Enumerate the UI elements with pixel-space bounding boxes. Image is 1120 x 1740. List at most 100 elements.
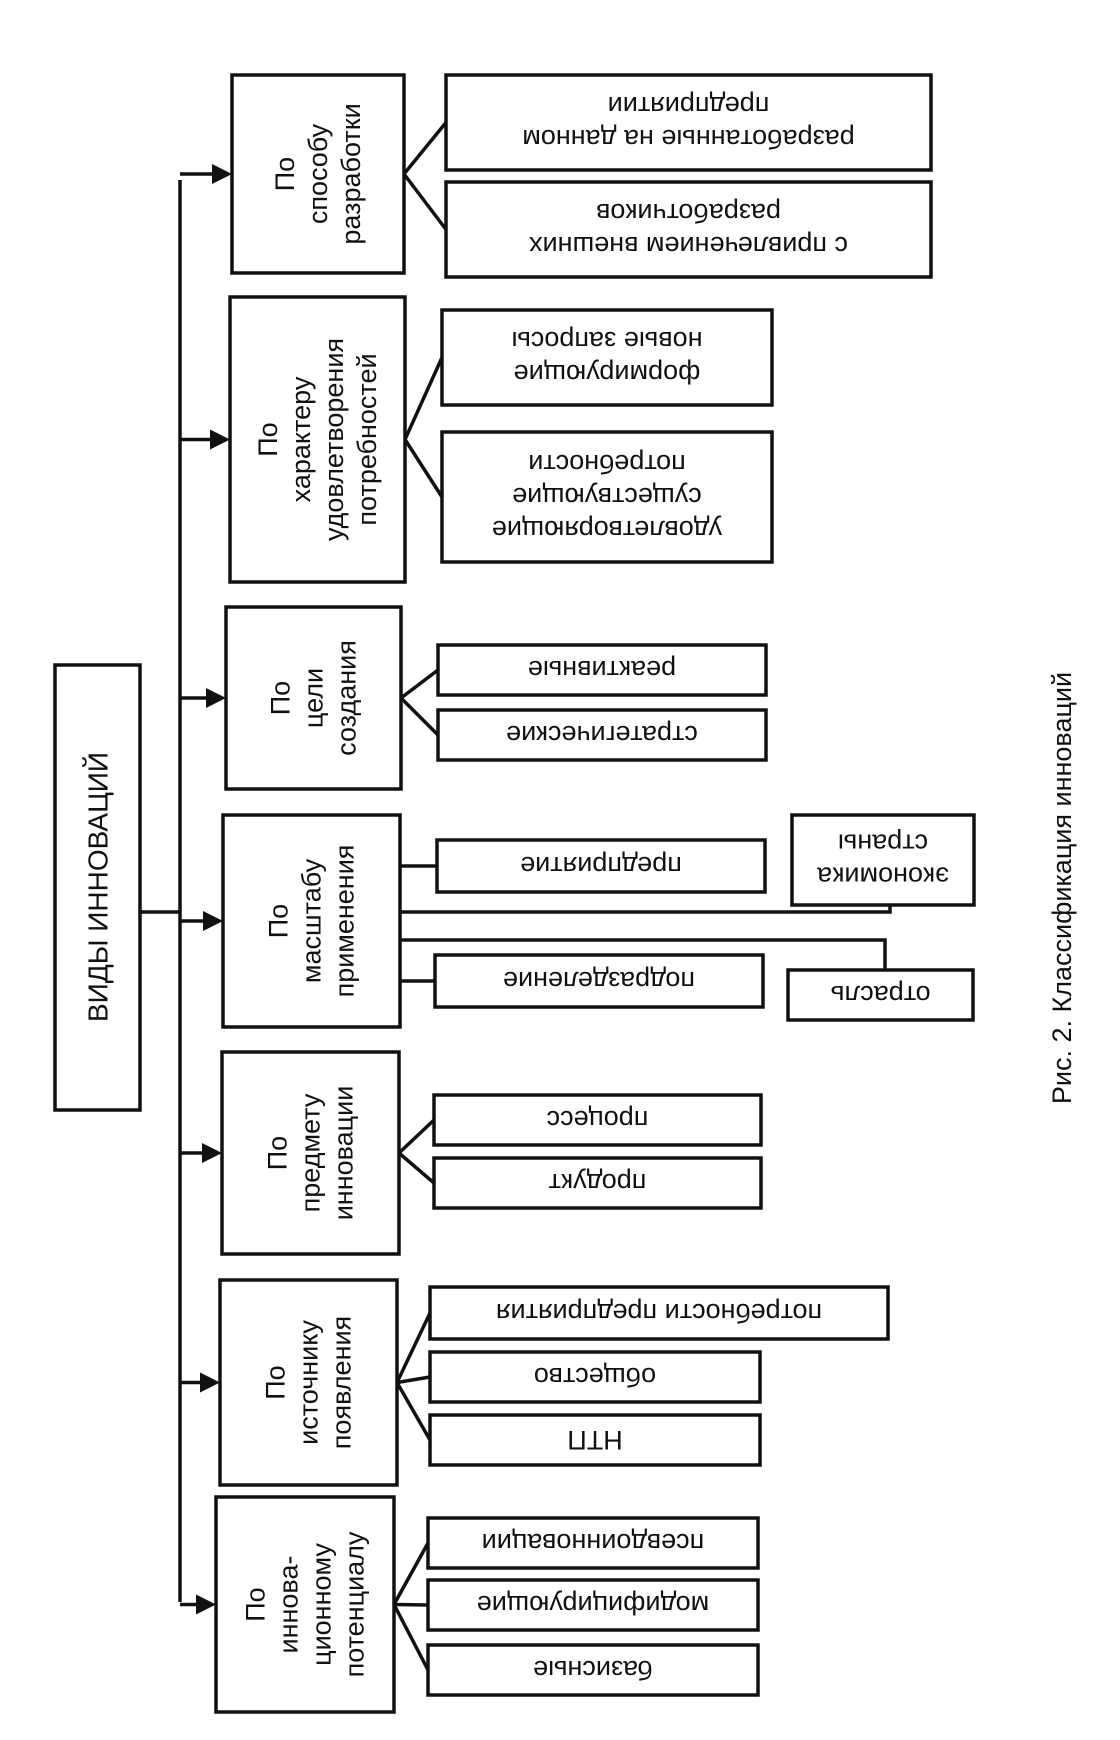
leaf-label-line: новые запросы xyxy=(511,326,702,356)
leaf-connector xyxy=(396,1375,431,1385)
category-label-line: способу xyxy=(303,123,333,224)
category-label-line: инновации xyxy=(329,1086,359,1221)
leaf-box xyxy=(426,1578,760,1632)
category-label-line: появления xyxy=(327,1316,357,1449)
leaf-connector xyxy=(403,438,444,498)
category-box xyxy=(220,1050,401,1256)
leaf-label-line: разработчиков xyxy=(596,198,781,228)
leaf-box xyxy=(433,953,765,1009)
leaf-label-line: модифицирующие xyxy=(477,1590,709,1620)
arrowhead-icon xyxy=(206,688,226,708)
category-label-line: применения xyxy=(330,845,360,998)
arrowhead-icon xyxy=(200,1372,220,1393)
leaf-connector xyxy=(400,938,887,970)
leaf-connector xyxy=(395,1381,432,1441)
leaf-label-line: псевдоинновации xyxy=(482,1528,705,1558)
leaf-box xyxy=(786,968,975,1022)
category-label-line: масштабу xyxy=(297,858,327,983)
category-label-line: По xyxy=(253,422,283,456)
leaf-label-line: продукт xyxy=(549,1168,647,1198)
root-node: ВИДЫ ИННОВАЦИЙ xyxy=(53,663,142,1112)
leaf-label-line: отрасль xyxy=(830,980,930,1010)
figure-caption: Рис. 2. Классификация инноваций xyxy=(1047,672,1077,1104)
category-label-line: характеру xyxy=(286,376,316,502)
arrowhead-icon xyxy=(203,911,223,931)
arrowhead-icon xyxy=(196,1594,216,1615)
leaf-label-line: НТП xyxy=(567,1425,622,1455)
category-label-line: По xyxy=(241,1587,271,1621)
leaf-label-line: предприятии xyxy=(608,91,770,121)
leaf-box xyxy=(435,838,767,894)
leaf-node: потребности предприятия xyxy=(428,1285,890,1341)
leaf-connector xyxy=(392,1603,430,1671)
category-label-line: иннова- xyxy=(274,1556,304,1654)
leaf-node: предприятие xyxy=(435,838,767,894)
category-label-line: потребностей xyxy=(352,353,382,525)
category-box xyxy=(218,1278,399,1487)
leaf-label-line: общество xyxy=(534,1362,656,1392)
category-label-line: По xyxy=(264,904,294,938)
leaf-node: псевдоинновации xyxy=(426,1516,760,1570)
leaf-box xyxy=(426,1516,760,1570)
leaf-label-line: предприятие xyxy=(520,851,682,881)
leaf-box xyxy=(436,708,768,762)
leaf-box xyxy=(436,643,768,697)
leaf-connector xyxy=(393,1602,429,1607)
branch-layer xyxy=(180,121,892,1671)
leaf-connector xyxy=(399,668,440,700)
leaf-connector xyxy=(399,696,440,737)
leaf-node: процесс xyxy=(432,1093,763,1147)
leaf-node-extra: отрасль xyxy=(786,968,975,1022)
leaf-node: подразделение xyxy=(433,953,765,1009)
leaf-label-line: формирующие xyxy=(514,359,701,389)
leaf-connector xyxy=(403,356,444,441)
arrowhead-icon xyxy=(202,1143,222,1163)
leaf-label-line: экономика xyxy=(816,862,949,892)
category-box xyxy=(214,1495,396,1714)
leaf-box xyxy=(426,1643,760,1697)
category-label-line: По xyxy=(263,1136,293,1170)
leaf-node: НТП xyxy=(428,1413,762,1467)
category-label-line: предмету xyxy=(296,1093,326,1212)
category-label-line: По xyxy=(266,681,296,715)
leaf-node: базисные xyxy=(426,1643,760,1697)
leaf-label-line: с привлечением внешних xyxy=(529,231,848,261)
leaf-label-line: потребности xyxy=(528,449,685,479)
leaf-connector xyxy=(397,1151,436,1185)
leaf-label-line: разработанные на данном xyxy=(522,124,854,154)
leaf-label-line: потребности предприятия xyxy=(496,1298,822,1328)
arrowhead-icon xyxy=(212,164,232,184)
leaf-node: продукт xyxy=(432,1156,763,1210)
leaf-connector xyxy=(392,1542,430,1606)
leaf-box xyxy=(444,180,933,279)
leaf-box xyxy=(790,813,976,907)
leaf-label-line: стратегические xyxy=(506,720,698,750)
leaf-node: общество xyxy=(428,1350,762,1404)
category-box xyxy=(230,73,406,275)
leaf-label-line: существующие xyxy=(512,482,702,512)
leaf-label-line: страны xyxy=(838,829,928,859)
arrowhead-icon xyxy=(210,429,230,450)
leaf-connector xyxy=(400,905,892,914)
leaf-node: стратегические xyxy=(436,708,768,762)
leaf-label-line: удовлетворяющие xyxy=(492,515,722,545)
leaf-box xyxy=(444,73,933,172)
category-label-line: потенциалу xyxy=(340,1531,370,1677)
leaf-box xyxy=(432,1093,763,1147)
leaf-box xyxy=(428,1285,890,1341)
root-label: ВИДЫ ИННОВАЦИЙ xyxy=(83,752,114,1022)
category-label-line: разработки xyxy=(336,103,366,244)
leaf-connector xyxy=(402,172,448,231)
leaf-connector xyxy=(395,1312,432,1384)
